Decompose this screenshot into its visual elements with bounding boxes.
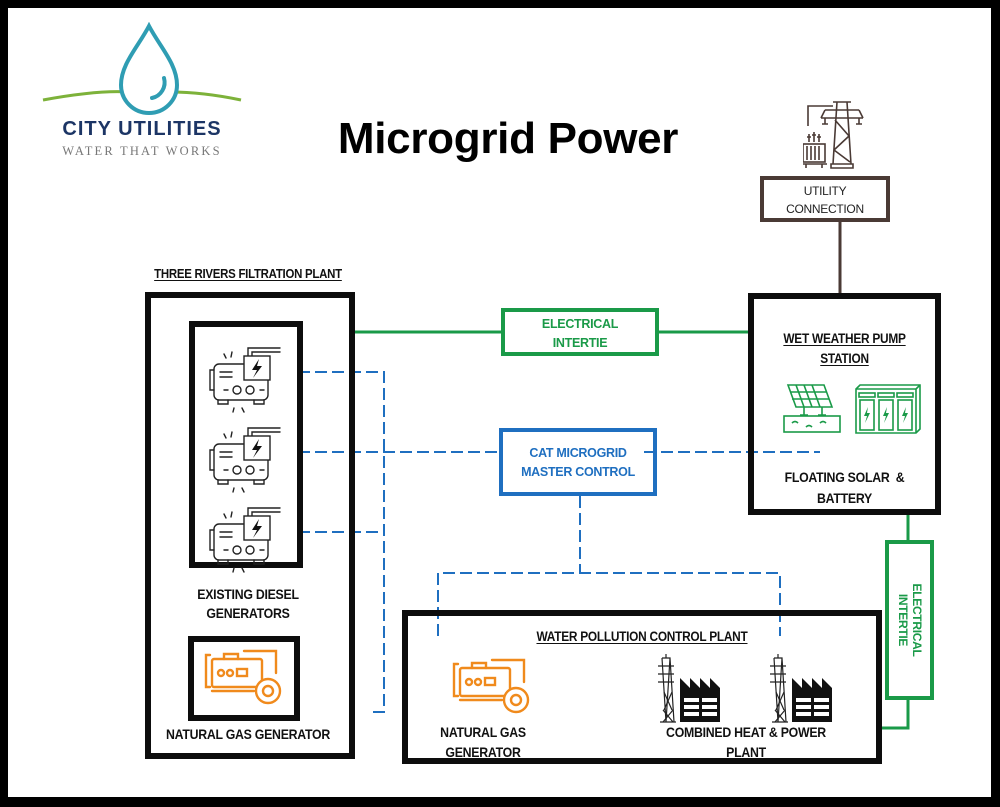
power-tower-factory-icon [770,654,832,723]
logo-tagline: WATER THAT WORKS [62,144,222,158]
water-pollution-control-plant-box[interactable]: WATER POLLUTION CONTROL PLANT NATURAL GA… [402,610,882,764]
wet-weather-heading-1: WET WEATHER PUMP [783,331,906,346]
diagram-canvas: CITY UTILITIES WATER THAT WORKS Microgri… [8,8,991,797]
diesel-label-2: GENERATORS [206,605,290,621]
right-intertie-line-bottom [881,700,910,730]
water-drop-logo-icon [42,22,242,115]
diesel-generator-icon [209,507,281,573]
battery-storage-icon [855,384,921,434]
utility-connection-label-2: CONNECTION [786,202,864,216]
three-rivers-heading: THREE RIVERS FILTRATION PLANT [154,266,342,281]
wpcp-gen-label-1: NATURAL GAS [440,724,526,740]
diesel-label-1: EXISTING DIESEL [197,586,299,602]
electrical-intertie-box-right[interactable]: ELECTRICAL INTERTIE [885,540,934,700]
floating-solar-label-1: FLOATING SOLAR & [784,469,905,485]
wet-weather-pump-station-box[interactable]: WET WEATHER PUMP STATION [748,293,941,515]
wet-weather-heading-2: STATION [820,351,869,366]
control-line-diesel-1 [298,371,385,713]
intertie-top-label-1: ELECTRICAL [541,317,619,331]
intertie-top-label-2: INTERTIE [552,336,608,350]
city-utilities-logo: CITY UTILITIES WATER THAT WORKS [38,22,248,162]
utility-connection-label-1: UTILITY [803,184,847,198]
floating-solar-label-2: BATTERY [817,490,872,506]
intertie-right-label-1: ELECTRICAL [909,583,924,657]
intertie-right-label-2: INTERTIE [895,593,910,647]
transmission-tower-transformer-icon [803,101,864,169]
wpcp-gen-label-2: GENERATOR [445,744,521,760]
connection-lines [298,220,910,730]
natural-gas-generator-icon [204,649,282,705]
intertie-right-label: ELECTRICAL INTERTIE [896,545,924,695]
logo-name: CITY UTILITIES [62,118,222,140]
chp-label-1: COMBINED HEAT & POWER [666,724,826,740]
page-title: Microgrid Power [337,114,679,163]
floating-solar-icon [783,384,841,433]
control-line-wpcp-left [437,572,781,636]
natural-gas-generator-label: NATURAL GAS GENERATOR [166,726,330,742]
three-rivers-plant-box[interactable] [145,292,355,759]
wpcp-heading: WATER POLLUTION CONTROL PLANT [536,629,748,644]
diesel-generator-icon [209,427,281,493]
power-tower-factory-icon [658,654,720,723]
master-control-box[interactable]: CAT MICROGRID MASTER CONTROL [499,428,657,496]
diesel-generators-box[interactable] [189,321,303,568]
chp-label-2: PLANT [726,744,766,760]
wpcp-natural-gas-generator-icon [452,658,530,714]
electrical-intertie-box-top[interactable]: ELECTRICAL INTERTIE [501,308,659,356]
natural-gas-generator-box[interactable] [188,636,300,721]
master-control-label-1: CAT MICROGRID [529,446,627,460]
utility-connection-box[interactable]: UTILITY CONNECTION [760,176,890,222]
diesel-generator-icon [209,347,281,413]
master-control-label-2: MASTER CONTROL [521,465,635,479]
